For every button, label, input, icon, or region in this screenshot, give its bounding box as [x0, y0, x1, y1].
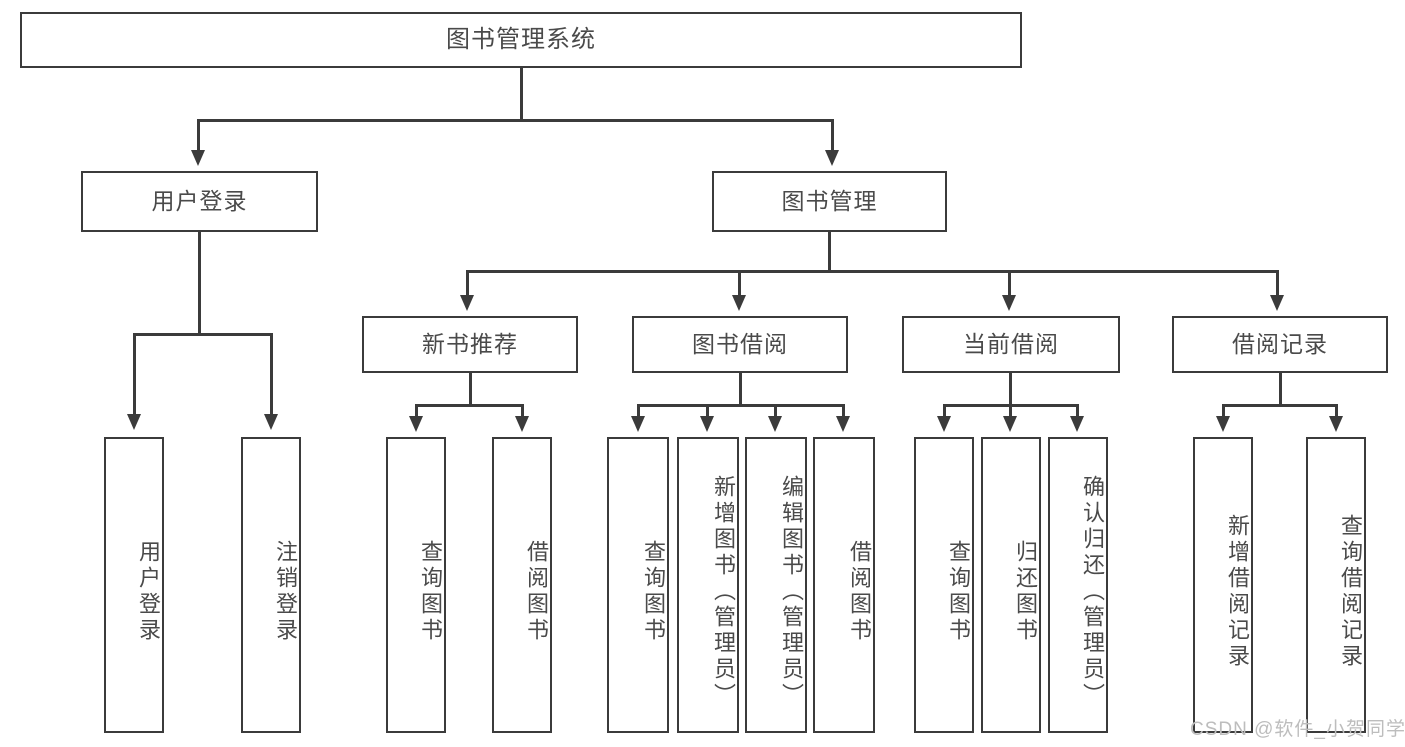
- arrowhead-root-to-user-login: [191, 150, 205, 166]
- connector-current-borrow-stem: [1009, 373, 1012, 406]
- connector-current-borrow-leaf-1: [943, 404, 946, 419]
- connector-new-book-leaf-1: [415, 404, 418, 419]
- connector-user-login-leaf-2: [270, 333, 273, 417]
- connector-root-to-book-manage: [831, 119, 834, 153]
- arrowhead-user-login-leaf-1: [127, 414, 141, 430]
- node-current-borrow[interactable]: 当前借阅: [902, 316, 1120, 373]
- connector-borrow-record-leaf-1: [1222, 404, 1225, 419]
- arrowhead-book-manage-to-borrow-record: [1270, 295, 1284, 311]
- connector-book-borrow-leaf-4: [842, 404, 845, 419]
- leaf-label: 查询图书: [641, 540, 666, 644]
- connector-root-to-user-login: [197, 119, 200, 153]
- connector-borrow-record-bus: [1222, 404, 1337, 407]
- node-label: 用户登录: [151, 188, 248, 215]
- arrowhead-book-manage-to-new-book: [460, 295, 474, 311]
- arrowhead-new-book-leaf-2: [515, 416, 529, 432]
- node-label: 图书管理: [781, 188, 878, 215]
- leaf-borrow-record-1[interactable]: 新增借阅记录: [1193, 437, 1253, 733]
- connector-book-manage-bus: [466, 270, 1278, 273]
- leaf-current-borrow-1[interactable]: 查询图书: [914, 437, 974, 733]
- arrowhead-current-borrow-leaf-2: [1003, 416, 1017, 432]
- node-user-login[interactable]: 用户登录: [81, 171, 318, 232]
- leaf-label: 注销登录: [273, 540, 298, 644]
- connector-user-login-leaf-1: [133, 333, 136, 417]
- connector-current-borrow-leaf-3: [1076, 404, 1079, 419]
- leaf-book-borrow-2[interactable]: 新增图书（管理员）: [677, 437, 739, 733]
- arrowhead-borrow-record-leaf-2: [1329, 416, 1343, 432]
- connector-book-borrow-leaf-3: [774, 404, 777, 419]
- arrowhead-book-borrow-leaf-3: [768, 416, 782, 432]
- leaf-label: 查询借阅记录: [1338, 514, 1363, 670]
- arrowhead-book-borrow-leaf-2: [700, 416, 714, 432]
- arrowhead-book-borrow-leaf-4: [836, 416, 850, 432]
- leaf-user-login-2[interactable]: 注销登录: [241, 437, 301, 733]
- leaf-user-login-1[interactable]: 用户登录: [104, 437, 164, 733]
- arrowhead-borrow-record-leaf-1: [1216, 416, 1230, 432]
- connector-borrow-record-stem: [1279, 373, 1282, 406]
- node-new-book-recommendation[interactable]: 新书推荐: [362, 316, 578, 373]
- leaf-label: 新增借阅记录: [1225, 514, 1250, 670]
- leaf-label: 查询图书: [946, 540, 971, 644]
- connector-book-manage-to-borrow-record: [1276, 270, 1279, 298]
- connector-current-borrow-leaf-2: [1009, 404, 1012, 419]
- node-book-borrow[interactable]: 图书借阅: [632, 316, 848, 373]
- connector-book-borrow-bus: [637, 404, 844, 407]
- connector-book-manage-to-new-book: [466, 270, 469, 298]
- arrowhead-current-borrow-leaf-3: [1070, 416, 1084, 432]
- arrowhead-new-book-leaf-1: [409, 416, 423, 432]
- connector-book-manage-to-current-borrow: [1008, 270, 1011, 298]
- leaf-new-book-rec-2[interactable]: 借阅图书: [492, 437, 552, 733]
- node-borrow-record[interactable]: 借阅记录: [1172, 316, 1388, 373]
- connector-book-manage-stem: [828, 232, 831, 272]
- node-label: 新书推荐: [422, 331, 518, 358]
- leaf-label: 借阅图书: [847, 540, 872, 644]
- connector-new-book-leaf-2: [521, 404, 524, 419]
- leaf-label: 编辑图书（管理员）: [779, 475, 804, 709]
- leaf-label: 用户登录: [136, 540, 161, 644]
- connector-book-manage-to-book-borrow: [738, 270, 741, 298]
- leaf-book-borrow-3[interactable]: 编辑图书（管理员）: [745, 437, 807, 733]
- arrowhead-user-login-leaf-2: [264, 414, 278, 430]
- arrowhead-book-manage-to-current-borrow: [1002, 295, 1016, 311]
- leaf-current-borrow-2[interactable]: 归还图书: [981, 437, 1041, 733]
- arrowhead-book-borrow-leaf-1: [631, 416, 645, 432]
- leaf-borrow-record-2[interactable]: 查询借阅记录: [1306, 437, 1366, 733]
- leaf-current-borrow-3[interactable]: 确认归还（管理员）: [1048, 437, 1108, 733]
- leaf-label: 归还图书: [1013, 540, 1038, 644]
- connector-book-borrow-leaf-1: [637, 404, 640, 419]
- connector-root-stem: [520, 68, 523, 121]
- leaf-label: 确认归还（管理员）: [1080, 475, 1105, 709]
- arrowhead-current-borrow-leaf-1: [937, 416, 951, 432]
- node-label: 图书管理系统: [446, 26, 596, 53]
- leaf-label: 新增图书（管理员）: [711, 475, 736, 709]
- leaf-book-borrow-1[interactable]: 查询图书: [607, 437, 669, 733]
- node-root-book-management-system[interactable]: 图书管理系统: [20, 12, 1022, 68]
- leaf-new-book-rec-1[interactable]: 查询图书: [386, 437, 446, 733]
- connector-user-login-bus: [133, 333, 273, 336]
- arrowhead-root-to-book-manage: [825, 150, 839, 166]
- connector-borrow-record-leaf-2: [1335, 404, 1338, 419]
- node-label: 图书借阅: [692, 331, 788, 358]
- leaf-book-borrow-4[interactable]: 借阅图书: [813, 437, 875, 733]
- node-label: 借阅记录: [1232, 331, 1328, 358]
- leaf-label: 借阅图书: [524, 540, 549, 644]
- connector-user-login-stem: [198, 232, 201, 335]
- connector-new-book-stem: [469, 373, 472, 406]
- leaf-label: 查询图书: [418, 540, 443, 644]
- node-label: 当前借阅: [963, 331, 1059, 358]
- arrowhead-book-manage-to-book-borrow: [732, 295, 746, 311]
- node-book-management[interactable]: 图书管理: [712, 171, 947, 232]
- connector-root-bus: [197, 119, 834, 122]
- connector-book-borrow-stem: [739, 373, 742, 406]
- connector-new-book-bus: [415, 404, 523, 407]
- connector-book-borrow-leaf-2: [706, 404, 709, 419]
